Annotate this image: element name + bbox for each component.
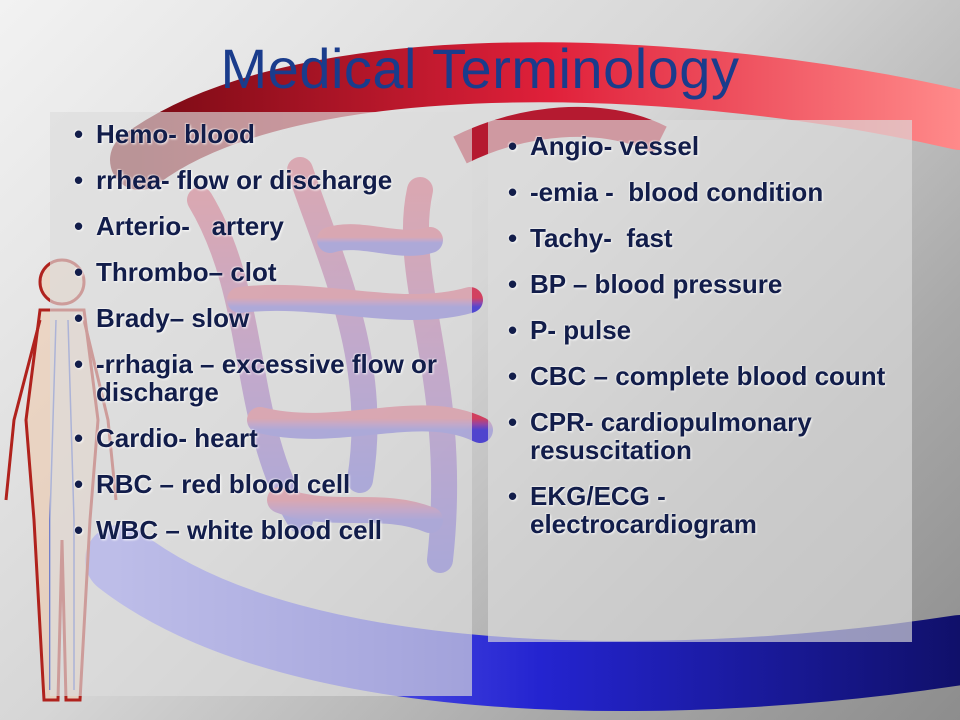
bullet: • — [74, 515, 84, 545]
slide-title: Medical Terminology — [220, 37, 740, 100]
bullet: • — [508, 315, 518, 345]
bullet: • — [508, 361, 518, 391]
list-item: •RBC – red blood cell — [74, 469, 351, 499]
bullet: • — [74, 165, 84, 195]
bullet: • — [508, 269, 518, 299]
bullet: • — [74, 303, 84, 333]
bullet: • — [74, 469, 84, 499]
bullet: • — [74, 119, 84, 149]
list-item: •Brady– slow — [74, 303, 250, 333]
list-item: •Hemo- blood — [74, 119, 255, 149]
list-item: •Cardio- heart — [74, 423, 258, 453]
list-item: •BP – blood pressure — [508, 269, 783, 299]
list-item: •Arterio- artery — [74, 211, 284, 241]
bullet: • — [74, 211, 84, 241]
list-item: •Tachy- fast — [508, 223, 673, 253]
right-terms-list: •Angio- vessel •-emia - blood condition … — [502, 132, 890, 538]
list-item: •WBC – white blood cell — [74, 515, 383, 545]
left-terms-list: •Hemo- blood •rrhea- flow or discharge •… — [68, 120, 452, 544]
list-item: •Thrombo– clot — [74, 257, 277, 287]
bullet: • — [74, 257, 84, 287]
list-item: •CBC – complete blood count — [508, 361, 886, 391]
list-item: •CPR- cardiopulmonary resuscitation — [508, 407, 812, 465]
list-item: •-emia - blood condition — [508, 177, 824, 207]
list-item: •EKG/ECG - electrocardiogram — [508, 481, 757, 539]
bullet: • — [508, 223, 518, 253]
bullet: • — [508, 131, 518, 161]
bullet: • — [508, 481, 518, 511]
bullet: • — [508, 177, 518, 207]
list-item: •P- pulse — [508, 315, 632, 345]
left-terms-panel: •Hemo- blood •rrhea- flow or discharge •… — [50, 112, 472, 696]
bullet: • — [74, 349, 84, 379]
bullet: • — [74, 423, 84, 453]
bullet: • — [508, 407, 518, 437]
list-item: •-rrhagia – excessive flow or discharge — [74, 349, 438, 407]
list-item: •rrhea- flow or discharge — [74, 165, 393, 195]
right-terms-panel: •Angio- vessel •-emia - blood condition … — [488, 120, 912, 642]
list-item: •Angio- vessel — [508, 131, 700, 161]
